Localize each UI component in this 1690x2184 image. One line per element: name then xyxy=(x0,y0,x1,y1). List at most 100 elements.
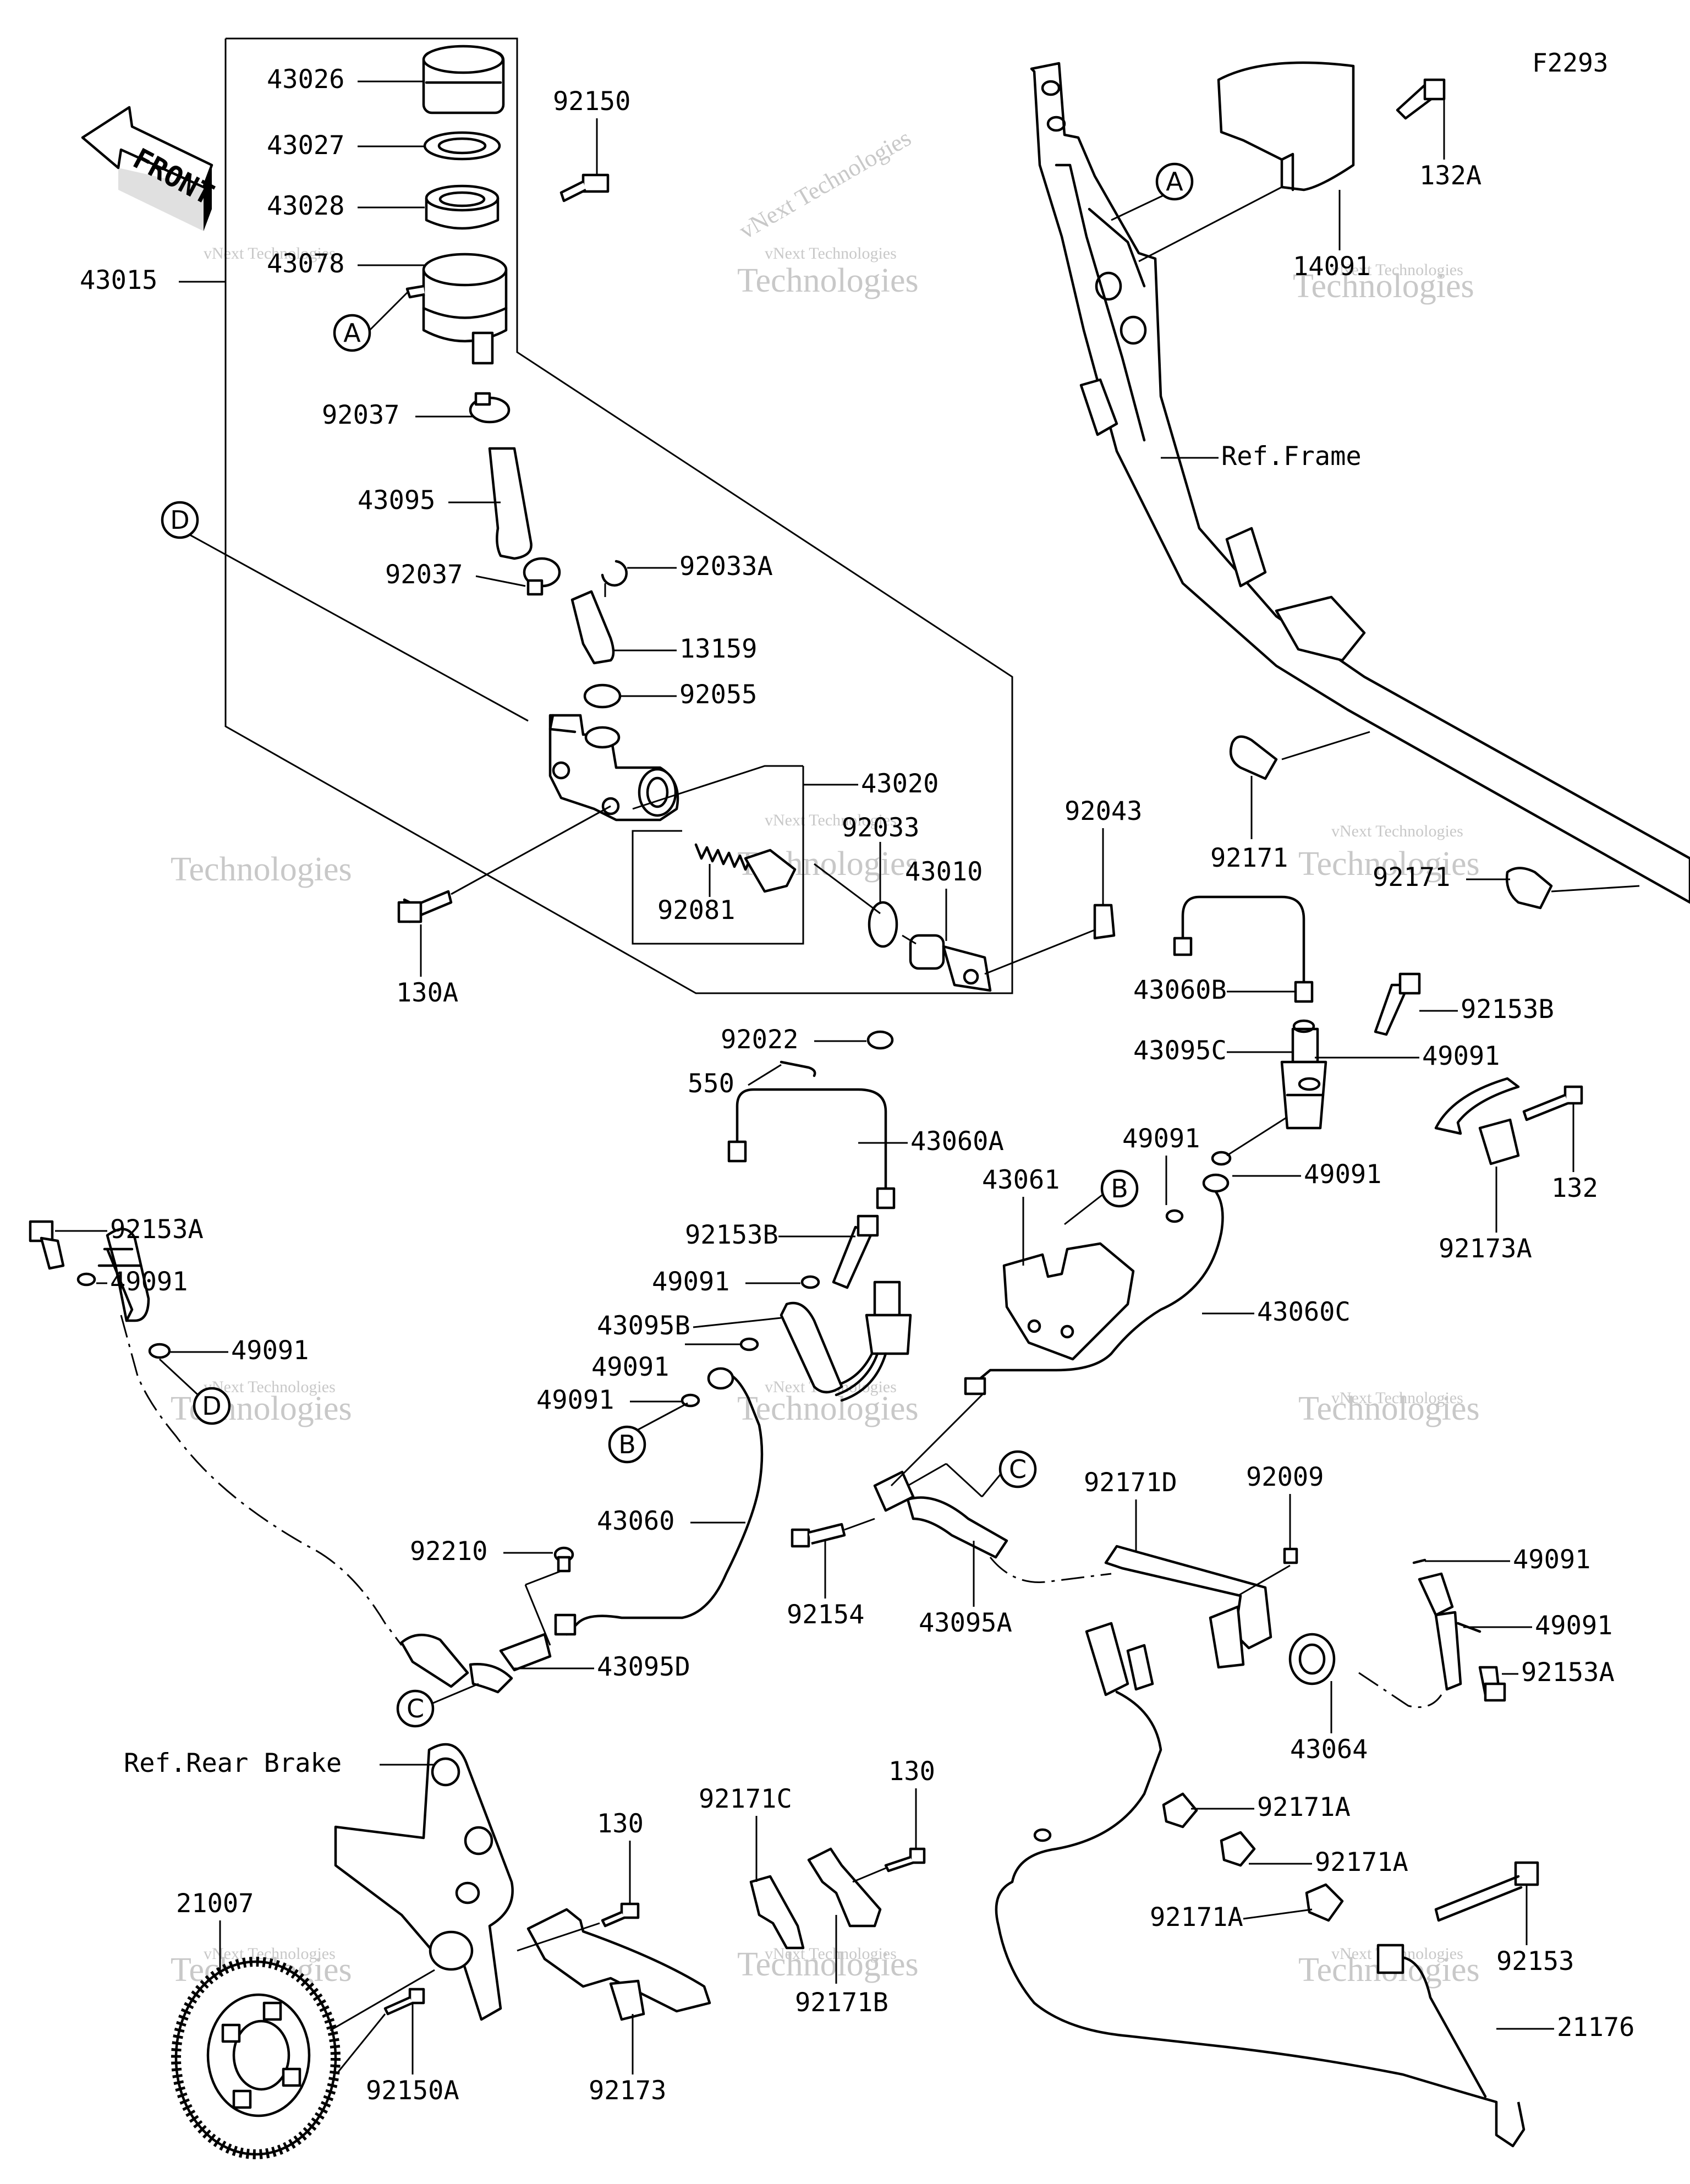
banjo-bolt xyxy=(832,1214,879,1289)
part-label-92171: 92171 xyxy=(1373,862,1450,893)
part-label-21176: 21176 xyxy=(1557,2012,1634,2043)
cable-clip xyxy=(1220,1831,1256,1867)
svg-text:A: A xyxy=(343,318,361,348)
banjo-bolt xyxy=(29,1220,65,1270)
connector-b-left: B xyxy=(608,1402,688,1464)
part-label-92009: 92009 xyxy=(1246,1462,1324,1492)
reservoir-cap xyxy=(422,45,505,114)
cable-clip xyxy=(749,1875,805,1950)
pipe-fitting xyxy=(964,1377,986,1395)
brake-hose xyxy=(97,1228,150,1322)
master-cylinder-box xyxy=(179,37,1013,994)
diaphragm-hole xyxy=(437,137,487,155)
part-label-92033a: 92033A xyxy=(679,551,773,582)
svg-text:D: D xyxy=(170,505,189,535)
grommet xyxy=(1288,1633,1336,1685)
hose-path xyxy=(989,1557,1112,1583)
abs-sensor xyxy=(995,1622,1526,2148)
part-label-132a: 132A xyxy=(1419,161,1482,191)
hose-path xyxy=(1358,1672,1442,1708)
part-label-43060a: 43060A xyxy=(910,1126,1004,1157)
bolt xyxy=(553,1546,574,1573)
part-label-92153a: 92153A xyxy=(1521,1657,1615,1688)
part-label-49091: 49091 xyxy=(1422,1041,1500,1071)
pipe-fitting xyxy=(727,1140,747,1163)
washer xyxy=(1165,1209,1184,1223)
cable-clamp xyxy=(1229,735,1278,780)
cotter-pin xyxy=(780,1060,816,1077)
pipe-fitting xyxy=(1294,981,1314,1003)
cable-clip xyxy=(807,1847,882,1928)
part-label-92171d: 92171D xyxy=(1084,1468,1177,1498)
bolt xyxy=(383,1988,425,2016)
diaphragm xyxy=(425,184,500,230)
part-label-43015: 43015 xyxy=(80,265,157,295)
bolt xyxy=(1522,1085,1583,1121)
part-label-13159: 13159 xyxy=(679,634,757,664)
screw xyxy=(1283,1547,1298,1564)
pipe-fitting xyxy=(1173,937,1193,956)
rear-brake-bracket xyxy=(334,1743,514,2021)
connector-d-top: D xyxy=(161,501,529,722)
part-label-49091: 49091 xyxy=(1513,1545,1590,1575)
brake-pipe xyxy=(565,1371,764,1636)
part-label-43095: 43095 xyxy=(358,485,435,516)
connector-d-left: D xyxy=(158,1358,231,1425)
brake-hose-joint xyxy=(400,1633,552,1694)
part-label-92033: 92033 xyxy=(842,813,919,843)
washer xyxy=(148,1343,171,1359)
master-cylinder-body xyxy=(548,714,679,822)
ref-frame-label: Ref.Frame xyxy=(1221,441,1362,472)
part-label-43064: 43064 xyxy=(1290,1734,1368,1765)
hose-joint xyxy=(570,590,615,665)
connector-a-top: A xyxy=(333,291,409,352)
part-label-92055: 92055 xyxy=(679,680,757,710)
pipe-fitting xyxy=(876,1187,896,1209)
watermark-small: vNext Technologies xyxy=(1331,261,1463,279)
watermark-big: Technologies xyxy=(1293,267,1474,305)
ref-rear-brake-label: Ref.Rear Brake xyxy=(124,1748,342,1778)
cable-clip xyxy=(1305,1883,1344,1922)
hose-clamp-bracket xyxy=(526,1908,711,2021)
brake-hose-fitting xyxy=(780,1280,912,1402)
part-label-92171: 92171 xyxy=(1210,843,1288,873)
part-label-92153: 92153 xyxy=(1496,1946,1574,1977)
part-label-14091: 14091 xyxy=(1293,251,1370,282)
part-label-49091: 49091 xyxy=(591,1352,669,1382)
svg-text:D: D xyxy=(202,1391,221,1421)
part-label-43060c: 43060C xyxy=(1257,1297,1351,1327)
part-label-49091: 49091 xyxy=(231,1335,309,1366)
part-label-43028: 43028 xyxy=(267,191,344,221)
watermark-small: vNext Technologies xyxy=(734,124,915,244)
part-label-49091: 49091 xyxy=(1122,1124,1200,1154)
part-label-92171a: 92171A xyxy=(1257,1792,1351,1822)
frame-cover xyxy=(1217,61,1355,191)
svg-text:C: C xyxy=(407,1694,424,1723)
watermark-big: Technologies xyxy=(737,1946,919,1983)
svg-text:B: B xyxy=(618,1430,636,1459)
part-label-130a: 130A xyxy=(396,978,458,1008)
washer xyxy=(76,1272,96,1287)
piston-spring xyxy=(694,843,753,871)
piston xyxy=(744,849,797,893)
part-label-43026: 43026 xyxy=(267,64,344,95)
hose-bracket xyxy=(1002,1242,1135,1361)
part-label-130: 130 xyxy=(597,1809,644,1839)
washer xyxy=(739,1337,759,1351)
pipe-fitting xyxy=(1202,1173,1230,1193)
washer xyxy=(1292,1019,1315,1033)
part-label-43027: 43027 xyxy=(267,130,344,161)
bolt xyxy=(884,1847,926,1873)
banjo-bolt xyxy=(1374,972,1421,1036)
part-label-92173: 92173 xyxy=(589,2076,666,2106)
part-label-132: 132 xyxy=(1551,1173,1598,1203)
circlip xyxy=(868,901,898,948)
watermark-small: vNext Technologies xyxy=(1331,1389,1463,1407)
washer xyxy=(1298,1077,1321,1091)
part-label-43061: 43061 xyxy=(982,1165,1060,1195)
part-label-49091: 49091 xyxy=(110,1267,188,1297)
part-label-49091: 49091 xyxy=(536,1385,614,1415)
washer xyxy=(681,1393,700,1408)
diagram-code: F2293 xyxy=(1532,48,1608,78)
brake-hose-joint xyxy=(873,1470,1008,1559)
